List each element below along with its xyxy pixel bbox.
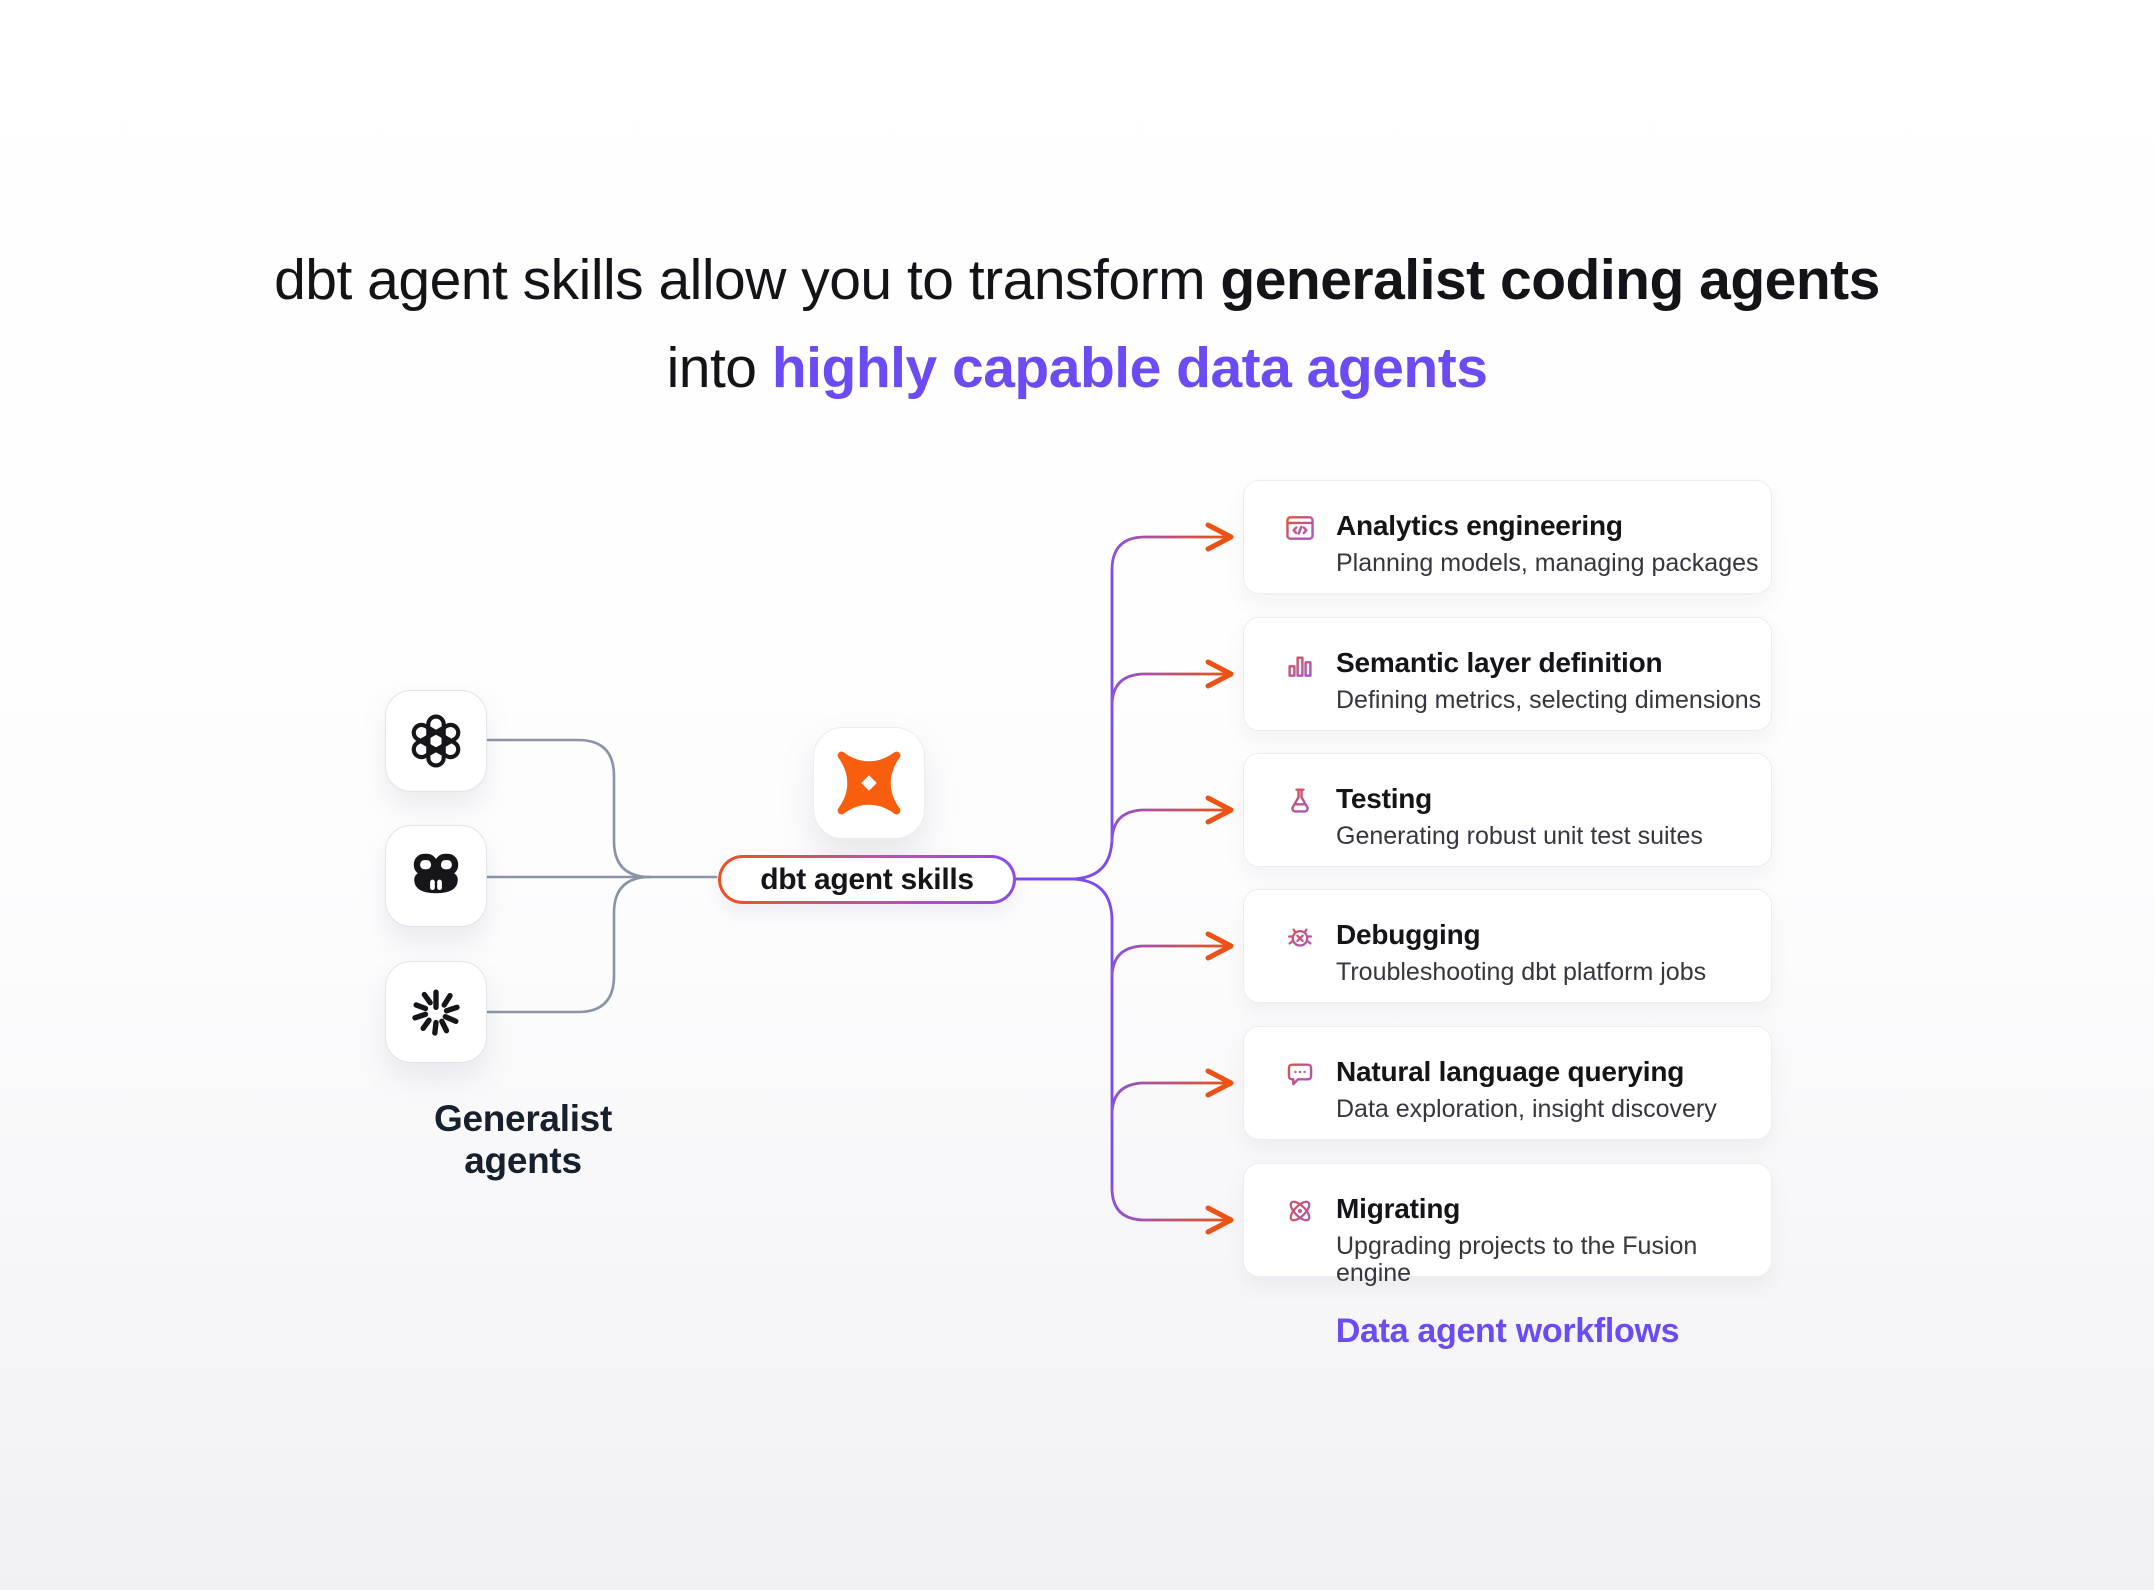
dbt-logo-icon <box>837 751 901 815</box>
workflow-title: Natural language querying <box>1336 1056 1685 1087</box>
workflow-title: Migrating <box>1336 1193 1461 1224</box>
openai-logo-icon <box>411 714 461 768</box>
agent-card-copilot <box>385 825 487 927</box>
headline-accent: highly capable data agents <box>771 336 1488 400</box>
headline-line-2: into highly capable data agents <box>666 336 1488 400</box>
headline-line-1: dbt agent skills allow you to transform … <box>274 248 1880 312</box>
workflow-subtitle: Generating robust unit test suites <box>1336 822 1703 850</box>
dbt-card <box>813 727 925 839</box>
workflow-title: Analytics engineering <box>1336 510 1623 541</box>
workflow-subtitle: Upgrading projects to the Fusion engine <box>1336 1232 1698 1287</box>
code-window-icon <box>1286 516 1314 540</box>
bug-icon <box>1287 928 1313 947</box>
workflow-subtitle: Data exploration, insight discovery <box>1336 1095 1717 1123</box>
workflow-subtitle: Defining metrics, selecting dimensions <box>1336 686 1762 714</box>
workflow-card-testing: Testing Generating robust unit test suit… <box>1243 753 1772 867</box>
workflow-subtitle: Planning models, managing packages <box>1336 549 1759 577</box>
data-agent-workflows-label: Data agent workflows <box>1335 1312 1680 1350</box>
dbt-agent-skills-pill: dbt agent skills <box>718 855 1016 904</box>
agent-card-openai <box>385 690 487 792</box>
workflow-card-analytics-engineering: Analytics engineering Planning models, m… <box>1243 480 1772 594</box>
workflow-title: Testing <box>1336 783 1433 814</box>
workflow-title: Debugging <box>1336 919 1481 950</box>
generalist-agents-label: Generalist agents <box>434 1098 612 1181</box>
dbt-agent-skills-label: dbt agent skills <box>721 858 1013 901</box>
workflow-card-natural-language-querying: Natural language querying Data explorati… <box>1243 1026 1772 1140</box>
github-copilot-logo-icon <box>413 853 459 894</box>
workflow-card-migrating: Migrating Upgrading projects to the Fusi… <box>1243 1163 1772 1287</box>
chat-bubble-icon <box>1287 1063 1313 1086</box>
arrow-icons <box>1205 522 1234 1235</box>
workflow-subtitle: Troubleshooting dbt platform jobs <box>1336 958 1707 986</box>
claude-logo-icon <box>412 989 460 1036</box>
workflow-title: Semantic layer definition <box>1336 647 1663 678</box>
atom-icon <box>1289 1200 1311 1222</box>
workflow-card-debugging: Debugging Troubleshooting dbt platform j… <box>1243 889 1772 1003</box>
headline: dbt agent skills allow you to transform … <box>0 236 2154 412</box>
flask-icon <box>1291 788 1309 813</box>
agent-card-claude <box>385 961 487 1063</box>
workflow-card-semantic-layer: Semantic layer definition Defining metri… <box>1243 617 1772 731</box>
headline-bold: generalist coding agents <box>1220 248 1880 312</box>
bar-chart-icon <box>1288 656 1312 677</box>
